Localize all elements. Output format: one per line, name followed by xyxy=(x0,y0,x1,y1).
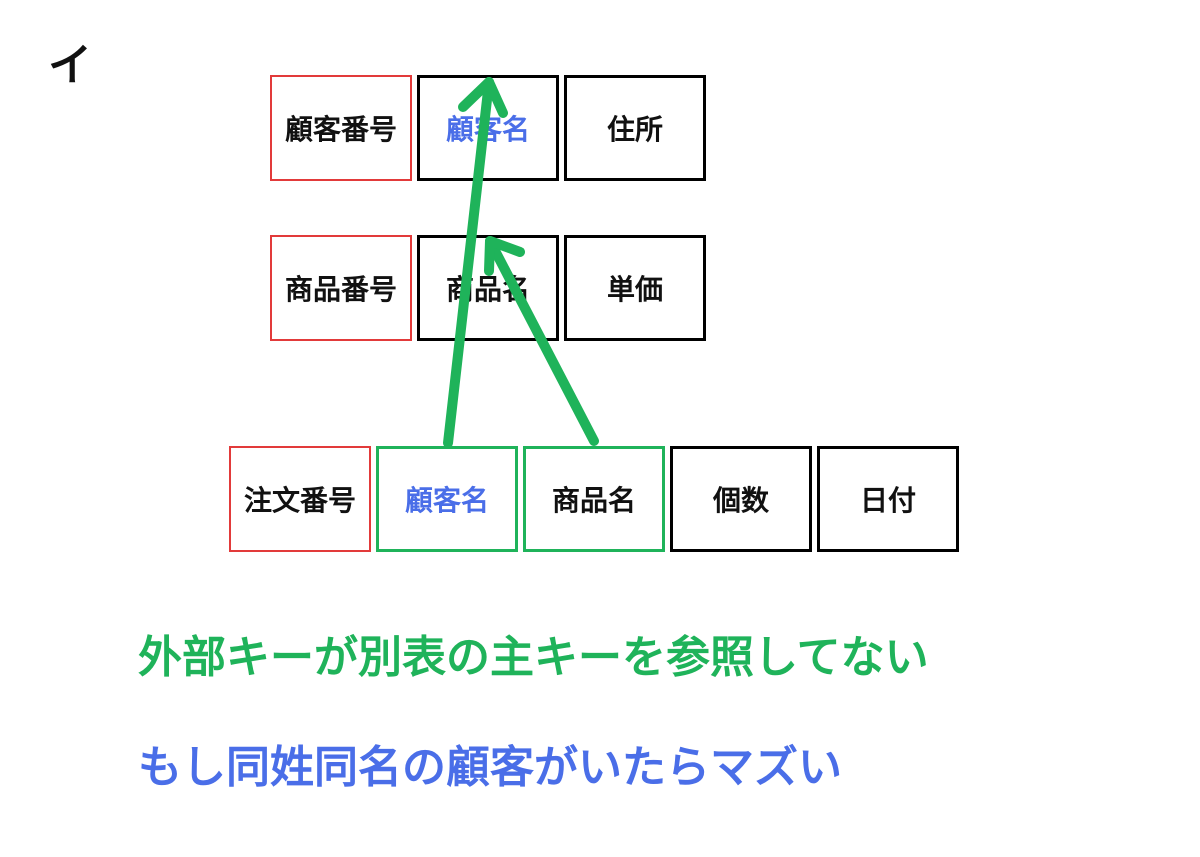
customer-name-cell: 顧客名 xyxy=(417,75,559,181)
order-quantity-cell: 個数 xyxy=(670,446,812,552)
foreign-key-note: 外部キーが別表の主キーを参照してない xyxy=(138,632,929,683)
order-customer-name-cell: 顧客名 xyxy=(376,446,518,552)
order-id-cell: 注文番号 xyxy=(229,446,371,552)
product-id-cell: 商品番号 xyxy=(270,235,412,341)
customer-address-cell: 住所 xyxy=(564,75,706,181)
corner-label: イ xyxy=(48,40,92,91)
product-price-cell: 単価 xyxy=(564,235,706,341)
order-date-cell: 日付 xyxy=(817,446,959,552)
duplicate-name-note: もし同姓同名の顧客がいたらマズい xyxy=(138,742,842,793)
product-name-cell: 商品名 xyxy=(417,235,559,341)
customer-id-cell: 顧客番号 xyxy=(270,75,412,181)
order-product-name-cell: 商品名 xyxy=(523,446,665,552)
